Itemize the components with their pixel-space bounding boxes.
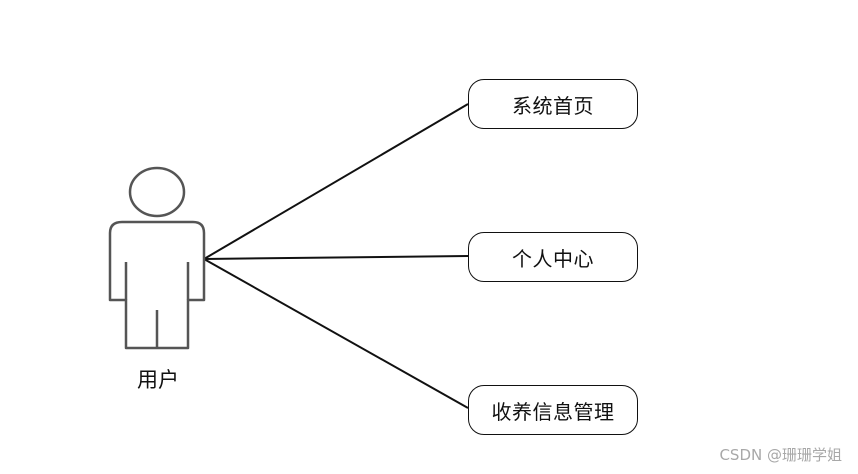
- watermark-text: CSDN @珊珊学姐: [719, 446, 842, 464]
- use-case-personal-center-label: 个人中心: [512, 246, 594, 271]
- actor-figure-icon: [108, 166, 206, 350]
- actor-label: 用户: [137, 368, 179, 392]
- use-case-home-label: 系统首页: [512, 93, 594, 118]
- association-line-adoption-management: [203, 258, 469, 409]
- use-case-personal-center: 个人中心: [468, 232, 638, 282]
- use-case-adoption-management-label: 收养信息管理: [491, 399, 615, 424]
- association-line-personal-center: [203, 255, 469, 260]
- association-line-home: [203, 103, 469, 260]
- use-case-home: 系统首页: [468, 79, 638, 129]
- use-case-adoption-management: 收养信息管理: [468, 385, 638, 435]
- actor-body: [108, 220, 206, 350]
- actor-head: [128, 166, 186, 218]
